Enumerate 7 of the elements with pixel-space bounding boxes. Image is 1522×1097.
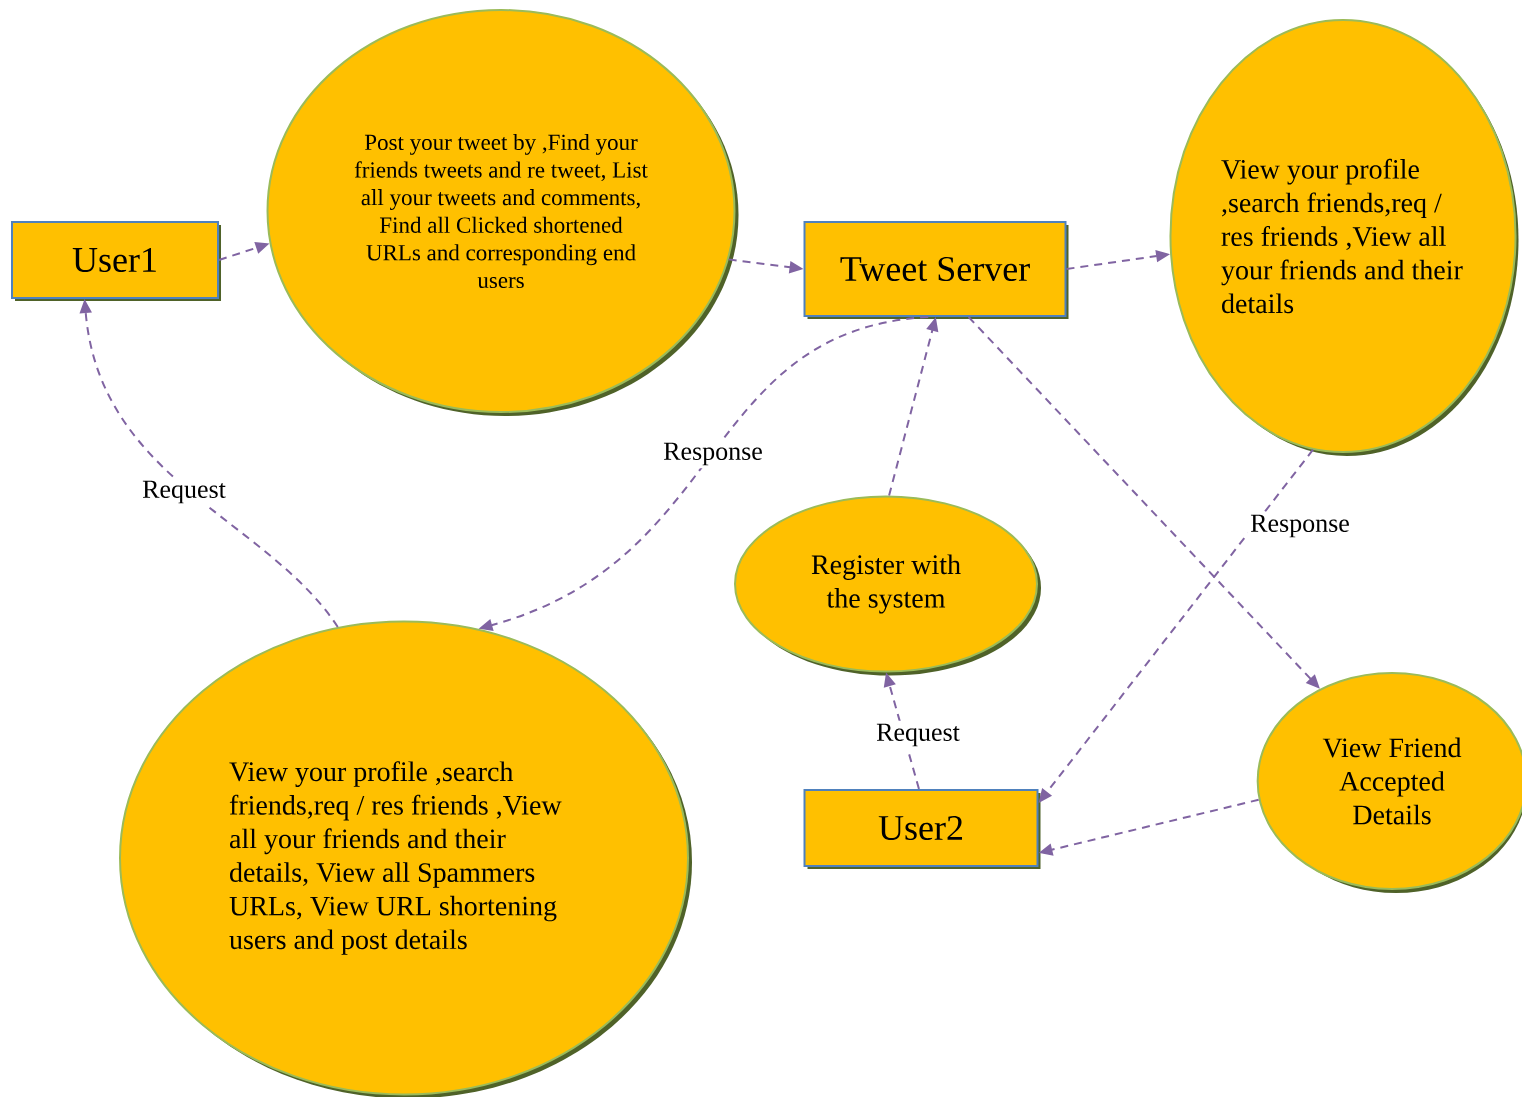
edge-label: Response [1247,511,1353,541]
process-box: Tweet Server [803,221,1069,319]
process-box: User1 [11,221,221,301]
edge-label: Request [873,720,963,750]
edge-label: Response [660,439,766,469]
process-box: User2 [803,789,1041,869]
edge-label: Request [139,477,229,507]
